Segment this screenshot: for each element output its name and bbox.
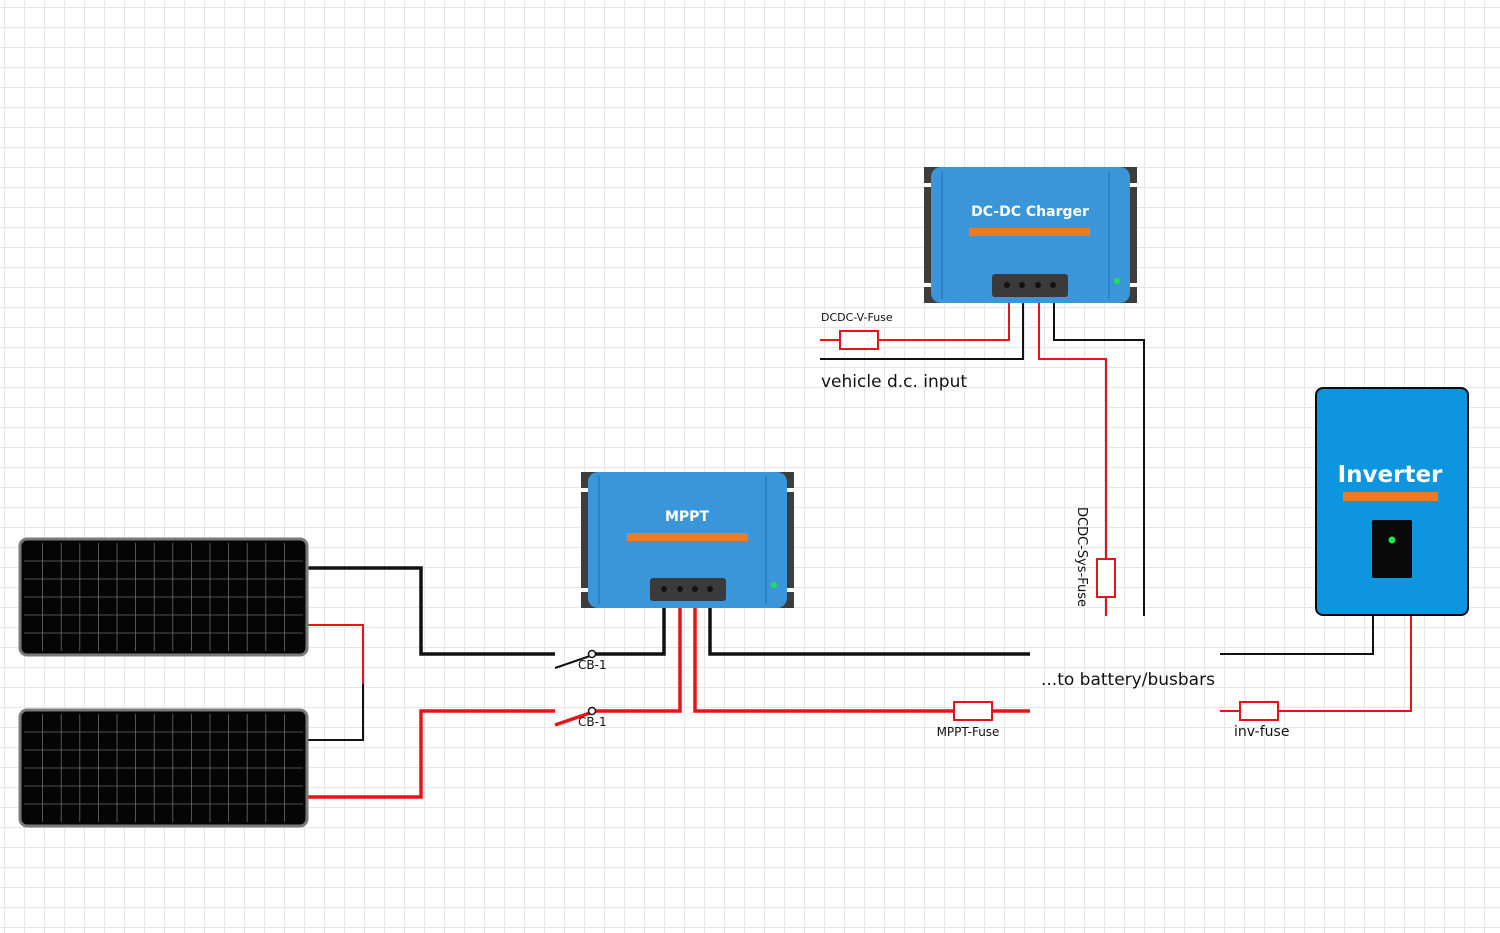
- mppt-body-rib: [598, 476, 600, 604]
- dcdc-accent-stripe: [969, 228, 1090, 236]
- panel-series-red-wire[interactable]: [300, 624, 364, 684]
- mppt-terminal[interactable]: [692, 586, 698, 592]
- mppt-battery-positive-wire[interactable]: [693, 591, 1030, 713]
- panel-positive-wire[interactable]: [300, 709, 555, 799]
- dcdc-status-led: [1114, 278, 1120, 284]
- cb-bottom-label: CB-1: [578, 715, 607, 729]
- battery-busbars-label: ...to battery/busbars: [1041, 670, 1215, 690]
- bracket-notch: [581, 488, 589, 492]
- mppt-pv-positive-wire[interactable]: [594, 591, 682, 713]
- circuit-breaker-top[interactable]: CB-1: [554, 649, 607, 673]
- mppt-fuse[interactable]: MPPT-Fuse: [937, 701, 1000, 739]
- wires: [300, 286, 1412, 799]
- cb-top-label: CB-1: [578, 658, 607, 672]
- inverter-display-panel: [1372, 520, 1412, 578]
- inverter-accent-stripe: [1343, 492, 1438, 501]
- dcdc-system-positive-wire[interactable]: [1038, 286, 1107, 616]
- solar-panel-top[interactable]: [18, 537, 309, 657]
- inverter-title: Inverter: [1338, 462, 1443, 488]
- mppt-controller[interactable]: MPPT: [581, 472, 794, 608]
- panel-series-black-wire[interactable]: [300, 684, 364, 741]
- panel-negative-wire[interactable]: [300, 566, 555, 656]
- inverter[interactable]: Inverter: [1315, 387, 1469, 616]
- panel-cell-grid: [24, 543, 303, 651]
- dcdc-terminal[interactable]: [1019, 282, 1025, 288]
- dcdc-charger[interactable]: DC-DC Charger: [924, 167, 1137, 303]
- solar-panel-bottom[interactable]: [18, 708, 309, 828]
- bracket-notch: [924, 183, 932, 187]
- dcdc-terminal[interactable]: [1004, 282, 1010, 288]
- mppt-terminal[interactable]: [707, 586, 713, 592]
- bracket-notch: [1129, 183, 1137, 187]
- dcdc-terminal[interactable]: [1035, 282, 1041, 288]
- dcdc-title: DC-DC Charger: [971, 204, 1089, 220]
- dcdc-body-rib: [1108, 171, 1110, 299]
- mppt-title: MPPT: [665, 509, 709, 525]
- inverter-status-led: [1388, 536, 1396, 544]
- mppt-pv-negative-wire[interactable]: [594, 591, 666, 656]
- dcdc-v-fuse[interactable]: DCDC-V-Fuse: [821, 311, 893, 350]
- mppt-battery-negative-wire[interactable]: [708, 591, 1030, 656]
- mppt-terminal[interactable]: [661, 586, 667, 592]
- dcdc-v-fuse-label: DCDC-V-Fuse: [821, 311, 893, 324]
- bracket-notch: [581, 588, 589, 592]
- mppt-body-rib: [765, 476, 767, 604]
- vehicle-input-label: vehicle d.c. input: [821, 372, 967, 392]
- dcdc-terminal-block: [992, 274, 1068, 297]
- dcdc-terminal[interactable]: [1050, 282, 1056, 288]
- bracket-notch: [924, 283, 932, 287]
- circuit-breaker-bottom[interactable]: CB-1: [554, 706, 607, 730]
- mppt-fuse-label: MPPT-Fuse: [937, 725, 1000, 739]
- dcdc-sys-fuse-label: DCDC-Sys-Fuse: [1074, 507, 1089, 607]
- mppt-accent-stripe: [627, 533, 748, 541]
- inv-fuse-label: inv-fuse: [1234, 724, 1289, 740]
- mppt-status-led: [771, 582, 777, 588]
- mppt-terminal[interactable]: [677, 586, 683, 592]
- dcdc-vehicle-positive-wire[interactable]: [820, 286, 1010, 341]
- dcdc-body-rib: [941, 171, 943, 299]
- inverter-positive-wire[interactable]: [1220, 614, 1412, 712]
- panel-cell-grid: [24, 714, 303, 822]
- dcdc-system-negative-wire[interactable]: [1053, 286, 1145, 616]
- inverter-fuse[interactable]: inv-fuse: [1234, 701, 1289, 740]
- bracket-notch: [786, 488, 794, 492]
- bracket-notch: [786, 588, 794, 592]
- dcdc-sys-fuse[interactable]: DCDC-Sys-Fuse: [1074, 507, 1116, 607]
- mppt-terminal-block: [650, 578, 726, 601]
- bracket-notch: [1129, 283, 1137, 287]
- inverter-negative-wire[interactable]: [1220, 614, 1374, 655]
- dcdc-vehicle-negative-wire[interactable]: [820, 286, 1024, 360]
- inverter-body: [1315, 387, 1469, 616]
